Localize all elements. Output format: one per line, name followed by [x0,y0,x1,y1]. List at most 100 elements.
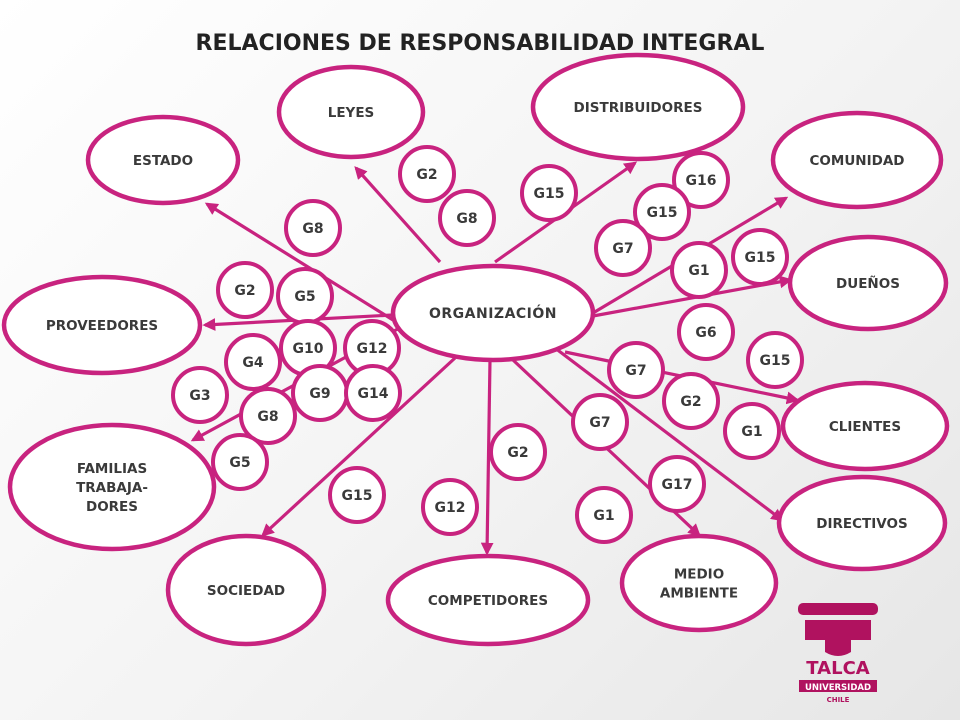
badge-circle [723,402,781,460]
entity-clientes: CLIENTES [780,380,950,472]
entity-distribuidores: DISTRIBUIDORES [530,52,746,162]
entity-label: ESTADO [133,153,193,169]
badge-label: G1 [741,424,762,440]
badge-circle [520,164,578,222]
group-badge: G7 [571,393,629,451]
group-badge: G2 [489,423,547,481]
logo-university: UNIVERSIDAD [805,683,871,693]
group-badge: G1 [670,241,728,299]
group-badge: G9 [291,364,349,422]
logo-city: TALCA [806,658,869,679]
badge-label: G12 [357,341,388,357]
badge-circle [677,303,735,361]
group-badge: G12 [421,478,479,536]
connector-arrow [480,359,494,556]
entity-label: COMPETIDORES [428,593,548,609]
badge-circle [216,261,274,319]
logo-country: CHILE [827,696,850,704]
badge-circle [438,189,496,247]
badge-label: G17 [662,477,693,493]
badge-circle [648,455,706,513]
badge-circle [746,331,804,389]
group-badge: G2 [398,145,456,203]
connector-arrow [261,356,457,537]
badge-circle [211,433,269,491]
group-badge: G6 [677,303,735,361]
badge-label: G7 [625,363,646,379]
badge-label: G15 [647,205,678,221]
center-label: ORGANIZACIÓN [429,304,557,322]
entity-label: DORES [86,499,138,515]
badge-circle [239,387,297,445]
badge-label: G7 [612,241,633,257]
badge-label: G15 [760,353,791,369]
entity-ellipse [7,422,217,552]
badge-circle [672,151,730,209]
logo-emblem [805,620,871,656]
entity-ellipse [385,553,591,647]
group-badge: G5 [211,433,269,491]
group-badge: G7 [607,341,665,399]
badge-label: G10 [293,341,324,357]
badge-circle [328,466,386,524]
group-badge: G3 [171,366,229,424]
entity-proveedores: PROVEEDORES [1,274,203,376]
entity-label: COMUNIDAD [810,153,905,169]
entity-estado: ESTADO [85,114,241,206]
entity-label: TRABAJA- [76,480,148,496]
entity-comunidad: COMUNIDAD [770,110,944,210]
entity-label: PROVEEDORES [46,318,158,334]
group-badge: G15 [731,228,789,286]
entity-label: AMBIENTE [660,586,738,602]
badge-circle [670,241,728,299]
connector-arrow [354,166,442,264]
badge-circle [662,372,720,430]
group-badge: G7 [594,219,652,277]
badge-label: G15 [745,250,776,266]
group-badge: G8 [239,387,297,445]
badge-label: G12 [435,500,466,516]
badge-label: G2 [234,283,255,299]
badge-circle [607,341,665,399]
entity-label: DIRECTIVOS [816,516,907,532]
logo-university-band [799,680,877,692]
entity-label: SOCIEDAD [207,583,285,599]
entity-directivos: DIRECTIVOS [776,474,948,572]
center-ellipse [390,263,596,363]
center-node: ORGANIZACIÓN [390,263,596,363]
group-badge: G1 [723,402,781,460]
entity-label: FAMILIAS [77,461,147,477]
entity-sociedad: SOCIEDAD [165,533,327,647]
group-badge: G16 [672,151,730,209]
badge-circle [284,199,342,257]
badge-label: G8 [257,409,278,425]
entity-duenos: DUEÑOS [787,234,949,332]
group-badge: G17 [648,455,706,513]
entity-ellipse [530,52,746,162]
group-badge: G14 [344,364,402,422]
entity-ellipse [85,114,241,206]
connector-arrow [554,346,785,522]
badge-label: G16 [686,173,717,189]
diagram-title: RELACIONES DE RESPONSABILIDAD INTEGRAL [196,31,765,56]
badge-label: G8 [302,221,323,237]
badge-label: G15 [342,488,373,504]
logo-bar [798,603,878,615]
group-badge: G2 [216,261,274,319]
entity-leyes: LEYES [276,64,426,160]
group-badge: G8 [284,199,342,257]
badge-label: G9 [309,386,330,402]
entity-label: DUEÑOS [836,275,900,292]
badge-label: G5 [229,455,250,471]
badge-label: G6 [695,325,716,341]
badge-label: G1 [688,263,709,279]
group-badge: G12 [343,319,401,377]
badge-circle [633,183,691,241]
entity-ellipse [1,274,203,376]
badge-label: G7 [589,415,610,431]
entity-ellipse [780,380,950,472]
group-badge: G8 [438,189,496,247]
badge-circle [594,219,652,277]
badge-label: G2 [680,394,701,410]
